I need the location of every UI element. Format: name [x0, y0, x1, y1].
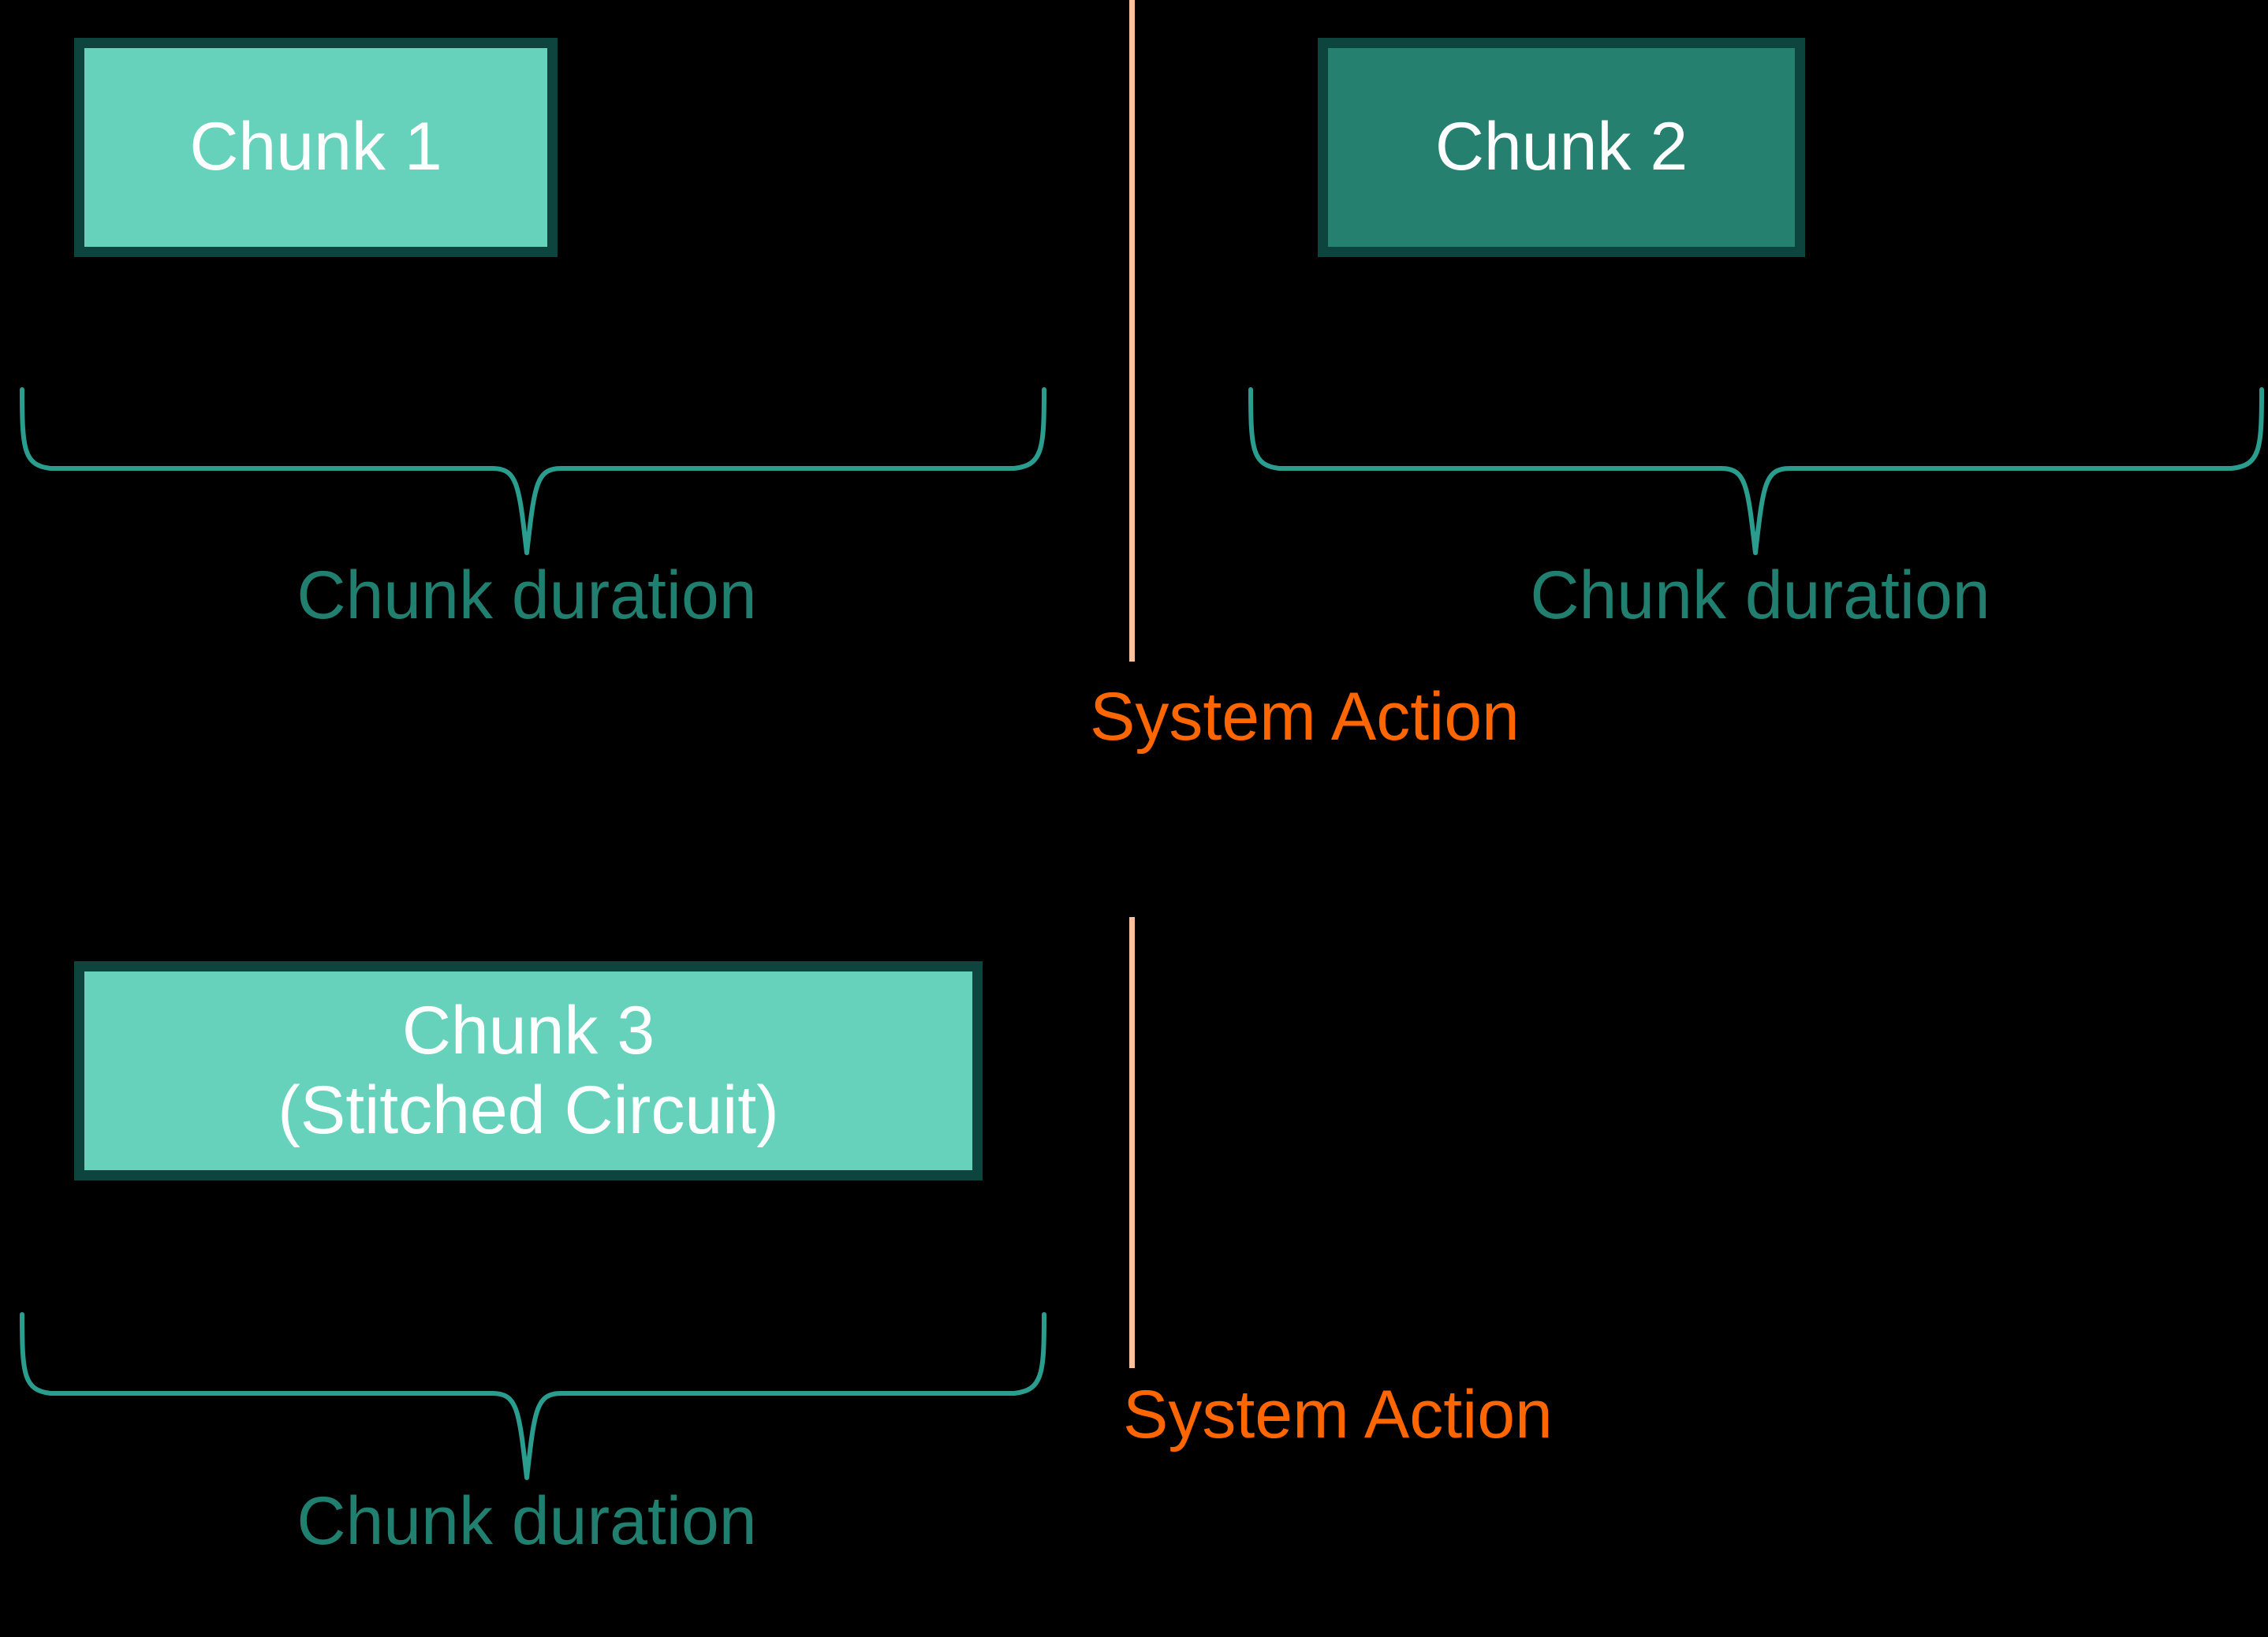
system-action-divider-bottom	[1129, 917, 1135, 1368]
chunk-3-duration-brace	[19, 1311, 1049, 1481]
chunk-1-duration-brace	[19, 386, 1049, 556]
chunk-1-label: Chunk 1	[189, 109, 442, 185]
chunk-1-duration-label: Chunk duration	[297, 557, 757, 633]
system-action-label-bottom: System Action	[1123, 1377, 1553, 1452]
system-action-divider-top	[1129, 0, 1135, 662]
chunk-2-box[interactable]: Chunk 2	[1318, 38, 1805, 257]
chunk-1-box[interactable]: Chunk 1	[74, 38, 558, 257]
chunk-2-duration-brace	[1248, 386, 2265, 556]
chunk-3-box[interactable]: Chunk 3 (Stitched Circuit)	[74, 961, 983, 1180]
system-action-label-top: System Action	[1090, 679, 1520, 755]
chunk-3-duration-label: Chunk duration	[297, 1483, 757, 1559]
chunk-2-label: Chunk 2	[1434, 109, 1688, 185]
chunk-3-label: Chunk 3 (Stitched Circuit)	[278, 992, 779, 1148]
chunk-2-duration-label: Chunk duration	[1530, 557, 1990, 633]
